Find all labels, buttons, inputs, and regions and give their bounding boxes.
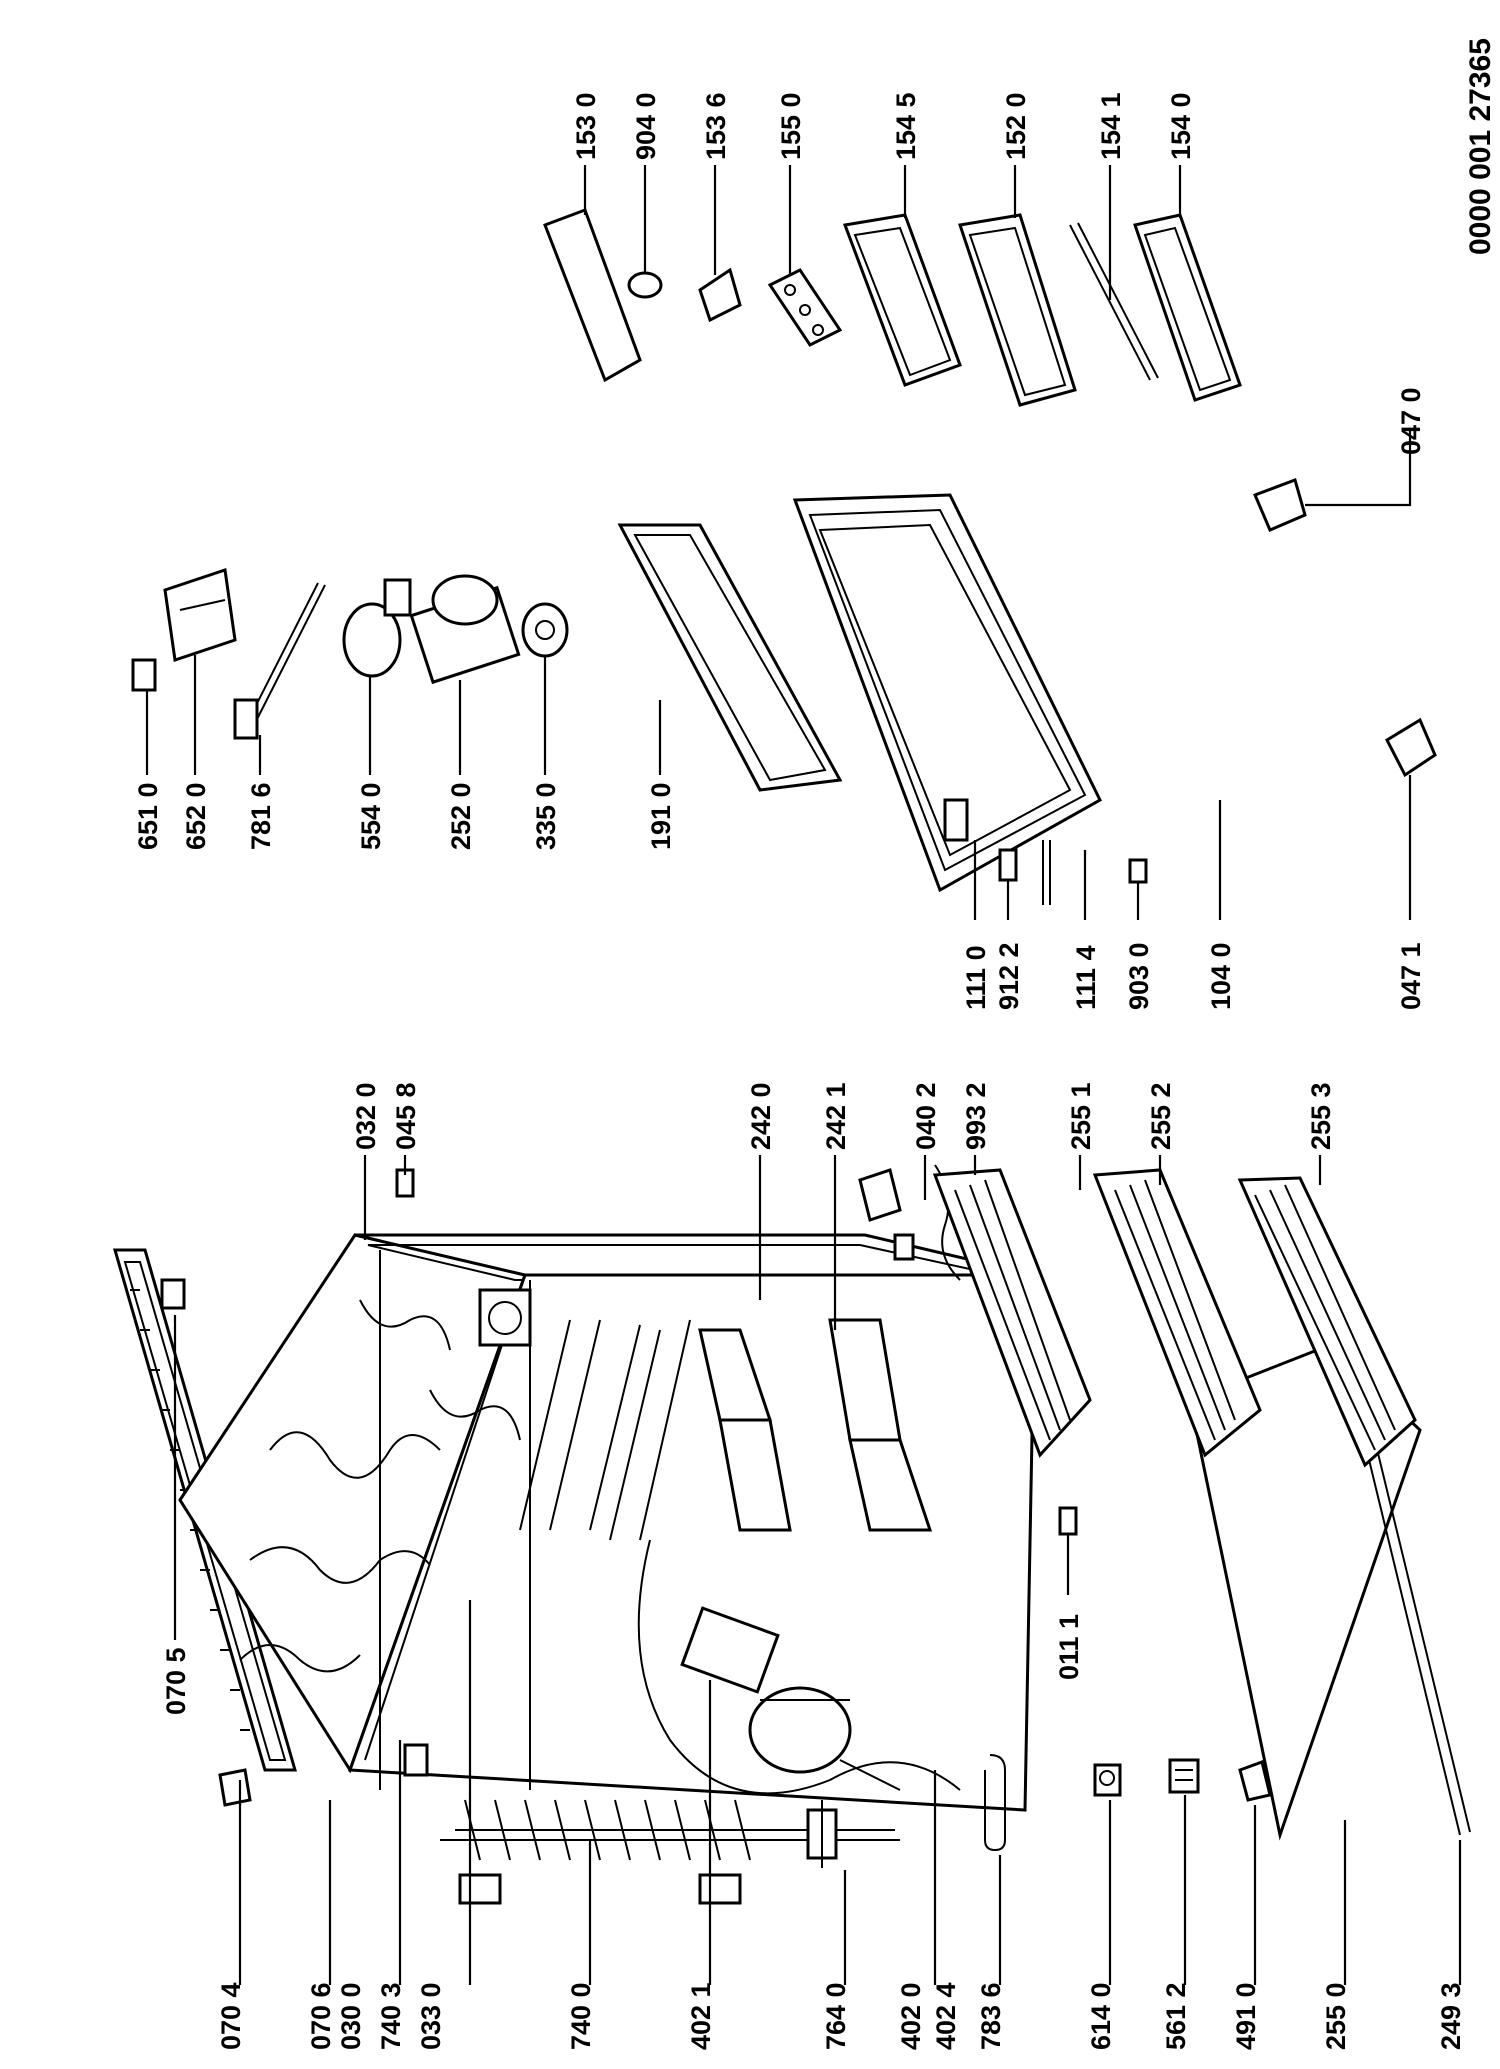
wire-shelf-2552-drawing xyxy=(1092,1168,1262,1458)
label-6140: 614 0 xyxy=(1086,1982,1116,2050)
starter-5612-drawing xyxy=(1168,1758,1200,1794)
label-0470: 047 0 xyxy=(1396,387,1426,455)
label-0458: 045 8 xyxy=(391,1082,421,1150)
wire-shelf-2553-drawing xyxy=(1237,1176,1417,1468)
sensor-rod-7816-drawing xyxy=(233,582,326,740)
label-7640: 764 0 xyxy=(821,1982,851,2050)
label-1550: 155 0 xyxy=(776,92,806,160)
screw-9122-drawing xyxy=(998,848,1018,882)
clip-7403-drawing xyxy=(403,1743,429,1777)
bracket-0706-drawing xyxy=(218,1768,252,1807)
label-5612: 561 2 xyxy=(1161,1982,1191,2050)
door-shelf-1545-drawing xyxy=(842,213,962,387)
label-0402: 040 2 xyxy=(911,1082,941,1150)
label-5540: 554 0 xyxy=(356,782,386,850)
door-shelf-1540-drawing xyxy=(1133,213,1242,402)
hinge-pin-1110-drawing xyxy=(943,798,969,842)
label-2550: 255 0 xyxy=(1321,1982,1351,2050)
hinge-bracket-0705-drawing xyxy=(160,1278,186,1310)
label-0330: 033 0 xyxy=(416,1982,446,2050)
part-labels: 070 4 070 6 030 0 740 3 033 0 740 0 402 … xyxy=(133,38,1497,2050)
label-1530: 153 0 xyxy=(571,92,601,160)
label-1114: 111 4 xyxy=(1071,945,1101,1010)
label-0300: 030 0 xyxy=(336,1982,366,2050)
light-switch-6520-drawing xyxy=(163,568,237,662)
label-6510: 651 0 xyxy=(133,782,163,850)
label-2552: 255 2 xyxy=(1146,1082,1176,1150)
label-2493: 249 3 xyxy=(1436,1982,1466,2050)
label-4024: 402 4 xyxy=(931,1982,961,2050)
thermostat-box-2520-drawing xyxy=(409,574,521,685)
document-number: 0000 001 27365 xyxy=(1464,38,1497,255)
label-2421: 242 1 xyxy=(821,1082,851,1150)
egg-tray-1550-drawing xyxy=(767,268,843,347)
label-1536: 153 6 xyxy=(701,92,731,160)
door-panel-1040-drawing xyxy=(792,493,1102,893)
label-9030: 903 0 xyxy=(1124,942,1154,1010)
label-7816: 781 6 xyxy=(246,782,276,850)
thermostat-7640-drawing xyxy=(806,1800,838,1868)
label-7836: 783 6 xyxy=(976,1982,1006,2050)
label-7400: 740 0 xyxy=(566,1982,596,2050)
label-9040: 904 0 xyxy=(631,92,661,160)
strip-1114-drawing xyxy=(1042,840,1051,905)
label-2420: 242 0 xyxy=(746,1082,776,1150)
shelf-1530-drawing xyxy=(543,208,642,383)
label-4910: 491 0 xyxy=(1231,1982,1261,2050)
cover-4910-drawing xyxy=(1238,1760,1272,1802)
label-0704: 070 4 xyxy=(216,1982,246,2050)
label-1541: 154 1 xyxy=(1096,92,1126,160)
label-9122: 912 2 xyxy=(994,942,1024,1010)
label-2553: 255 3 xyxy=(1306,1082,1336,1150)
label-0471: 047 1 xyxy=(1396,942,1426,1010)
knob-3350-drawing xyxy=(521,602,569,658)
hinge-0470-drawing xyxy=(1253,478,1307,532)
label-2551: 255 1 xyxy=(1066,1082,1096,1150)
label-6520: 652 0 xyxy=(181,782,211,850)
label-1040: 104 0 xyxy=(1206,942,1236,1010)
cap-9040-drawing xyxy=(627,271,663,299)
part-1536-drawing xyxy=(698,267,742,323)
label-1910: 191 0 xyxy=(646,782,676,850)
label-4020: 402 0 xyxy=(896,1982,926,2050)
label-4021: 402 1 xyxy=(686,1982,716,2050)
label-0705: 070 5 xyxy=(161,1647,191,1715)
wire-shelf-2551-drawing xyxy=(932,1168,1092,1458)
label-1110: 111 0 xyxy=(961,945,991,1010)
label-0706: 070 6 xyxy=(306,1982,336,2050)
label-9932: 993 2 xyxy=(961,1082,991,1150)
screw-6510-drawing xyxy=(131,658,157,692)
screw-0111-drawing xyxy=(1058,1506,1078,1536)
door-shelf-1520-drawing xyxy=(958,213,1077,407)
label-1545: 154 5 xyxy=(891,92,921,160)
leader-lines xyxy=(145,165,1462,1985)
clip-9030-drawing xyxy=(1128,858,1148,884)
relay-6140-drawing xyxy=(1093,1763,1122,1797)
hinge-0402-drawing xyxy=(858,1168,915,1261)
label-2520: 252 0 xyxy=(446,782,476,850)
label-3350: 335 0 xyxy=(531,782,561,850)
tube-7836-drawing xyxy=(984,1754,1006,1852)
hinge-0471-drawing xyxy=(1385,717,1437,778)
bar-1541-drawing xyxy=(1069,222,1159,381)
label-1520: 152 0 xyxy=(1001,92,1031,160)
door-frame-1910-drawing xyxy=(617,523,843,792)
cabinet-drawing xyxy=(178,1233,1037,1905)
label-0320: 032 0 xyxy=(351,1082,381,1150)
lamp-cover-5540-drawing xyxy=(342,578,412,678)
label-7403: 740 3 xyxy=(376,1982,406,2050)
label-0111: 011 1 xyxy=(1054,1614,1084,1680)
label-1540: 154 0 xyxy=(1166,92,1196,160)
